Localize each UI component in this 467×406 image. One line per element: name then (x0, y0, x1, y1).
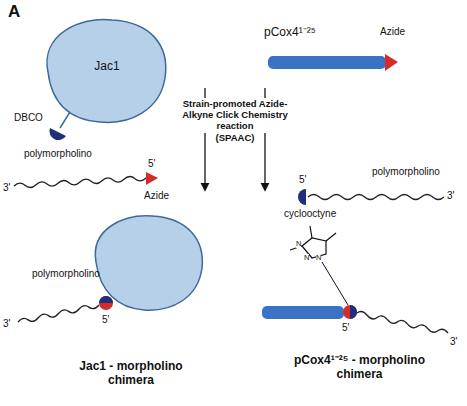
end-label: 3' (3, 182, 10, 194)
peptide-bar (268, 56, 386, 69)
end-label: 5' (148, 158, 155, 170)
peptide-node: pCox4¹⁻²⁵ (250, 22, 400, 70)
azide-group (385, 54, 398, 71)
end-label: 5' (299, 174, 306, 186)
peptide-bar (262, 306, 344, 319)
strand-label: polymorpholino (32, 268, 100, 280)
leader-line (322, 262, 348, 305)
strand-label: polymorpholino (372, 166, 440, 178)
atom-label: N (304, 254, 309, 262)
triazole-joint (99, 296, 113, 310)
end-label: 3' (450, 336, 457, 348)
panel-letter: A (8, 2, 20, 22)
end-label: 3' (447, 190, 454, 202)
atom-label: N (296, 240, 301, 248)
methyl-bond (326, 233, 336, 241)
azide-group (146, 172, 158, 185)
end-label: 3' (3, 318, 10, 330)
end-label: 5' (102, 314, 109, 326)
strand-label: polymorpholino (24, 148, 92, 160)
group-label: Azide (380, 26, 405, 38)
chimera-node: pCox4¹⁻²⁵ - morpholino chimera (262, 226, 457, 386)
morpholino-strand (357, 311, 448, 333)
node-label: Jac1 (94, 60, 119, 74)
protein-blob (95, 216, 202, 310)
morpholino-strand (308, 195, 444, 200)
protein-blob (47, 19, 166, 122)
triazole-joint (350, 305, 357, 319)
reaction-label: (SPAAC) (214, 132, 257, 145)
end-label: 5' (342, 322, 349, 334)
triazole-joint (343, 305, 357, 319)
chimera-caption: Jac1 - morpholino chimera (71, 360, 191, 388)
group-label: cyclooctyne (284, 208, 336, 220)
triazole-joint (99, 296, 113, 303)
linker (60, 112, 70, 128)
group-label: DBCO (14, 112, 43, 124)
dbco-group (49, 128, 66, 140)
cyclooctyne-group (298, 189, 306, 205)
atom-label: N (316, 254, 321, 262)
morpholino-strand (18, 305, 99, 322)
methyl-bond (310, 226, 312, 238)
node-label: pCox4¹⁻²⁵ (264, 26, 316, 40)
protein-node: Jac1 (48, 20, 166, 122)
reaction-label: Strain-promoted Azide-Alkyne Click Chemi… (168, 98, 302, 133)
chimera-node: Jac1 - morpholino chimera (56, 214, 206, 386)
chimera-caption: pCox4¹⁻²⁵ - morpholino chimera (285, 354, 435, 382)
morpholino-strand (14, 176, 146, 187)
group-label: Azide (144, 190, 169, 202)
